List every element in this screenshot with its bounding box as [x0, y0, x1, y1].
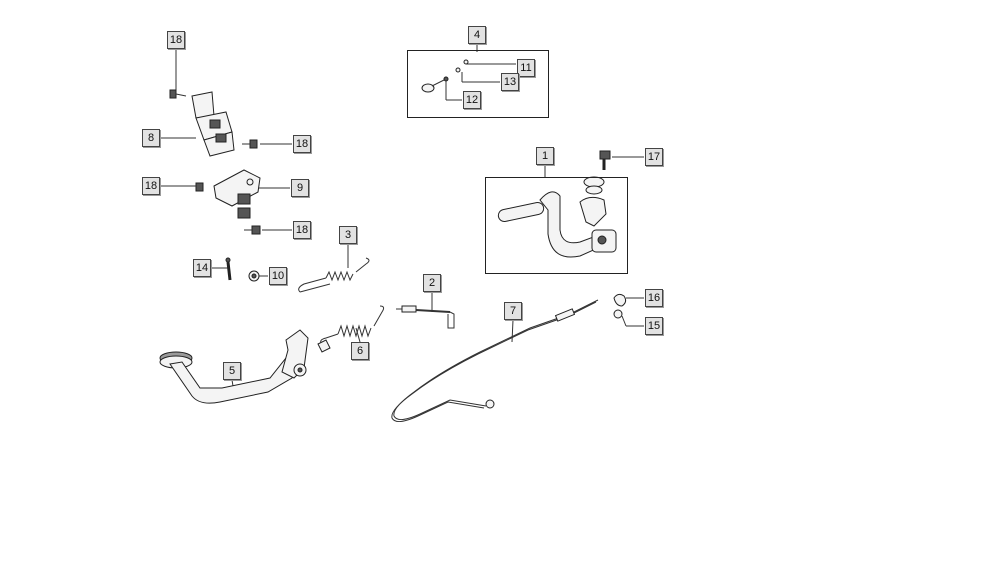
- group-box-4: [407, 50, 549, 118]
- part-6-spring: [320, 305, 385, 345]
- part-2-rod: [396, 305, 455, 329]
- callout-5[interactable]: 5: [223, 362, 241, 380]
- callout-9[interactable]: 9: [291, 179, 309, 197]
- callout-4[interactable]: 4: [468, 26, 486, 44]
- callout-2[interactable]: 2: [423, 274, 441, 292]
- callout-12[interactable]: 12: [463, 91, 481, 109]
- bolt-right-lower: [244, 225, 261, 235]
- callout-3[interactable]: 3: [339, 226, 357, 244]
- part-15-washer: [613, 309, 623, 319]
- group-4-parts: [421, 59, 469, 93]
- part-9-bracket: [213, 169, 261, 219]
- callout-16[interactable]: 16: [645, 289, 663, 307]
- part-7-cable: [391, 299, 599, 422]
- bolt-left-mid: [186, 182, 204, 192]
- part-17-bolt: [599, 150, 611, 170]
- part-14-pin: [225, 257, 232, 281]
- callout-7[interactable]: 7: [504, 302, 522, 320]
- bolt-top: [169, 89, 187, 99]
- callout-8[interactable]: 8: [142, 129, 160, 147]
- callout-18-right-lower[interactable]: 18: [293, 221, 311, 239]
- group-1-kickstarter: [497, 176, 617, 258]
- callout-11[interactable]: 11: [517, 59, 535, 77]
- part-8-bracket: [191, 91, 235, 157]
- callout-13[interactable]: 13: [501, 73, 519, 91]
- callout-1[interactable]: 1: [536, 147, 554, 165]
- callout-18-right-upper[interactable]: 18: [293, 135, 311, 153]
- part-16-clip: [613, 293, 627, 307]
- callout-10[interactable]: 10: [269, 267, 287, 285]
- part-5-pedal: [159, 329, 331, 404]
- callout-15[interactable]: 15: [645, 317, 663, 335]
- callout-6[interactable]: 6: [351, 342, 369, 360]
- part-3-spring: [298, 257, 370, 293]
- part-10-clip: [248, 270, 260, 282]
- callout-14[interactable]: 14: [193, 259, 211, 277]
- callout-17[interactable]: 17: [645, 148, 663, 166]
- bolt-right-upper: [242, 139, 258, 149]
- group-box-1: [485, 177, 628, 274]
- callout-18-top[interactable]: 18: [167, 31, 185, 49]
- callout-18-left-mid[interactable]: 18: [142, 177, 160, 195]
